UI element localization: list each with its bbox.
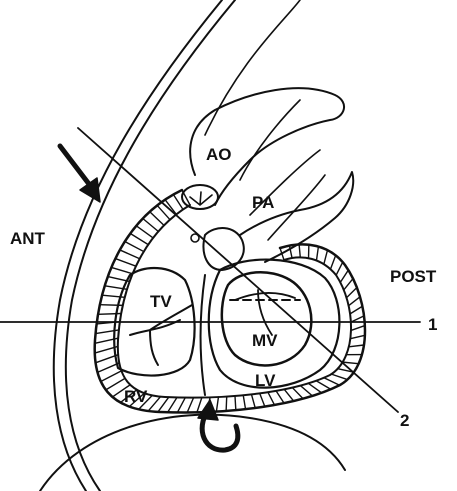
vessel-strand-3 (268, 175, 325, 240)
pulmonary-artery (240, 172, 353, 262)
vessel-strand-1 (240, 100, 300, 180)
hatch-mark (351, 326, 365, 331)
hatch-mark (130, 233, 148, 244)
hatch-mark (300, 386, 312, 396)
hatch-mark (197, 398, 202, 413)
hatch-mark (150, 212, 164, 226)
hatch-mark (349, 345, 364, 347)
hatch-mark (324, 250, 328, 264)
hatch-mark (143, 219, 159, 232)
hatch-mark (292, 388, 303, 399)
hatch-mark (158, 397, 169, 412)
label-rv: RV (124, 388, 147, 405)
label-line-2: 2 (400, 412, 409, 429)
hatch-mark (344, 279, 353, 290)
hatch-mark (115, 259, 136, 267)
hatch-mark (177, 398, 185, 413)
label-pa: PA (252, 194, 274, 211)
hatch-mark (226, 397, 227, 411)
hatch-mark (336, 262, 343, 275)
hatch-mark (284, 389, 293, 401)
label-line-1: 1 (428, 316, 437, 333)
hatch-mark (260, 393, 265, 406)
hatch-mark (347, 288, 357, 298)
hatch-mark (316, 247, 318, 261)
hatch-mark (340, 270, 348, 282)
tv-leaflets (130, 305, 192, 365)
hatch-mark (216, 397, 218, 412)
label-ant: ANT (10, 230, 45, 247)
hatch-mark (324, 378, 340, 385)
label-lv: LV (255, 372, 275, 389)
valve-marker (191, 234, 199, 242)
aortic-valve-cusps (190, 192, 212, 205)
hatch-mark (235, 396, 236, 410)
scan-line-2 (78, 128, 398, 412)
hatch-mark (350, 335, 365, 338)
ultrasound-arrow (60, 146, 92, 188)
chest-wall-inner (54, 0, 222, 491)
hatch-mark (111, 267, 132, 273)
mv-ring (222, 272, 312, 365)
hatch-mark (125, 242, 144, 252)
hatch-mark (251, 394, 255, 408)
label-mv: MV (252, 332, 278, 349)
hatch-mark (136, 226, 153, 238)
hatch-mark (98, 313, 121, 314)
lv-wall (209, 260, 340, 388)
hatch-mark (299, 244, 300, 257)
hatch-mark (308, 383, 321, 392)
hatch-mark (276, 391, 284, 403)
label-tv: TV (150, 293, 172, 310)
rotation-arrowhead (198, 400, 218, 420)
hatch-mark (343, 362, 359, 364)
label-ao: AO (206, 146, 232, 163)
hatch-mark (330, 255, 335, 269)
hatch-mark (101, 371, 122, 382)
hatch-mark (106, 378, 125, 389)
hatch-mark (120, 250, 140, 259)
hatch-mark (168, 397, 177, 412)
hatch-mark (349, 297, 360, 306)
label-post: POST (390, 268, 436, 285)
hatch-mark (268, 392, 275, 405)
hatch-mark (243, 395, 245, 409)
hatch-mark (316, 381, 331, 390)
hatch-mark (350, 306, 362, 314)
hatch-mark (100, 305, 123, 306)
hatch-mark (331, 374, 347, 379)
pa-tube (204, 228, 244, 270)
lower-outline (40, 415, 345, 491)
hatch-mark (148, 397, 160, 411)
hatch-mark (187, 398, 193, 413)
septum (200, 275, 205, 395)
